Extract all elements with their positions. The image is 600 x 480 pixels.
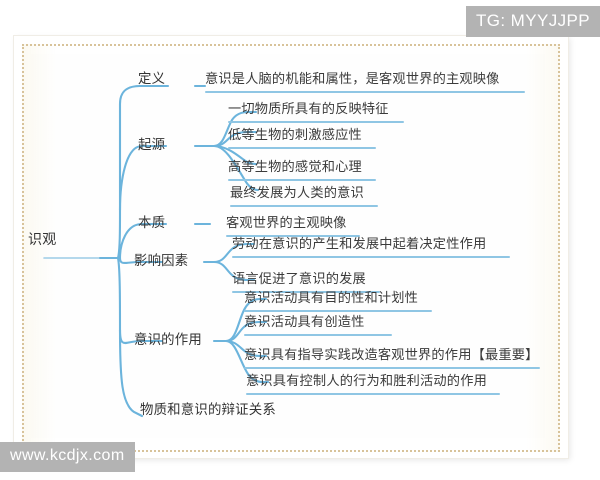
branch-label-dingyi[interactable]: 定义 <box>138 71 166 86</box>
leaf-underline <box>246 393 500 395</box>
leaf-underline <box>228 147 376 149</box>
leaf-underline <box>226 235 360 237</box>
leaf-underline <box>228 121 404 123</box>
branch-label-yingxiangyinsu[interactable]: 影响因素 <box>134 253 189 268</box>
leaf-underline <box>230 205 378 207</box>
leaf-node[interactable]: 劳动在意识的产生和发展中起着决定性作用 <box>232 236 487 251</box>
website-watermark: www.kcdjx.com <box>0 442 135 472</box>
leaf-underline <box>244 310 432 312</box>
leaf-underline <box>228 179 376 181</box>
mindmap-root-node[interactable]: 识观 <box>28 231 57 247</box>
branch-label-wuzhiheyishi[interactable]: 物质和意识的辩证关系 <box>140 402 276 417</box>
leaf-node[interactable]: 最终发展为人类的意识 <box>230 185 364 200</box>
branch-label-qiyuan[interactable]: 起源 <box>138 137 166 152</box>
leaf-node[interactable]: 一切物质所具有的反映特征 <box>228 101 389 116</box>
leaf-underline <box>244 334 392 336</box>
leaf-node[interactable]: 意识是人脑的机能和属性，是客观世界的主观映像 <box>205 71 500 86</box>
leaf-node[interactable]: 意识具有指导实践改造客观世界的作用【最重要】 <box>244 347 539 362</box>
leaf-underline <box>244 367 540 369</box>
leaf-node[interactable]: 意识活动具有目的性和计划性 <box>244 290 419 305</box>
leaf-node[interactable]: 客观世界的主观映像 <box>226 215 347 230</box>
leaf-underline <box>232 291 380 293</box>
leaf-node[interactable]: 高等生物的感觉和心理 <box>228 159 362 174</box>
leaf-node[interactable]: 意识具有控制人的行为和胜利活动的作用 <box>246 373 487 388</box>
leaf-underline <box>232 256 510 258</box>
leaf-underline <box>205 91 525 93</box>
leaf-node[interactable]: 意识活动具有创造性 <box>244 314 365 329</box>
branch-label-yishidezuoyong[interactable]: 意识的作用 <box>134 332 202 347</box>
branch-label-benzhi[interactable]: 本质 <box>138 215 166 230</box>
leaf-node[interactable]: 语言促进了意识的发展 <box>232 271 366 286</box>
leaf-node[interactable]: 低等生物的刺激感应性 <box>228 127 362 142</box>
telegram-watermark: TG: MYYJJPP <box>466 6 600 37</box>
